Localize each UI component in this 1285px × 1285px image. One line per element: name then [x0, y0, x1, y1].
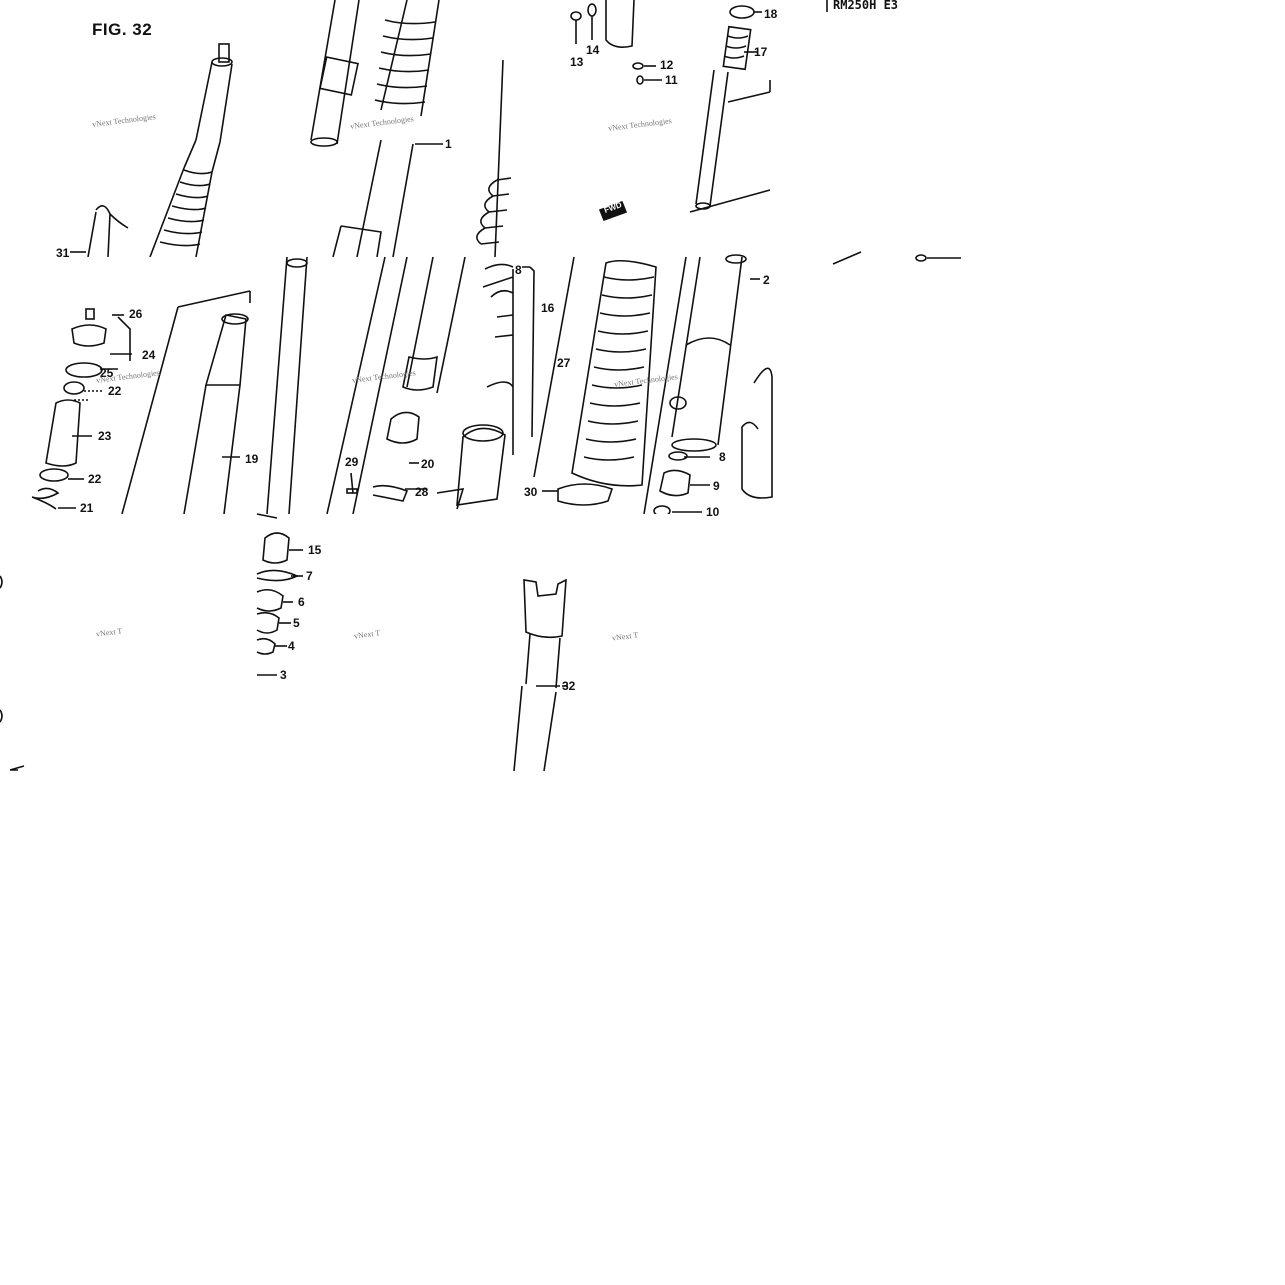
callout-17: 17 [754, 45, 768, 59]
callout-13: 13 [570, 55, 584, 69]
callout-1: 1 [445, 137, 452, 151]
fork-cap-assembly-drawing [70, 43, 233, 258]
fastener-detail-drawing [826, 0, 961, 265]
callout-27: 27 [557, 356, 571, 370]
tile-bottom-middle [256, 513, 514, 771]
outer-tube-drawing [310, 0, 512, 258]
cylinder-and-seal-drawing [266, 256, 514, 515]
callout-14: 14 [586, 43, 600, 57]
callout-21: 21 [80, 501, 94, 515]
model-label: RM250H E3 [833, 0, 899, 12]
callout-4: 4 [288, 639, 295, 653]
callout-25: 25 [100, 366, 114, 380]
callout-20: 20 [421, 457, 435, 471]
tile-bottom-right [513, 514, 771, 772]
callout-7: 7 [306, 569, 313, 583]
callout-12: 12 [660, 58, 674, 72]
callout-26: 26 [129, 307, 143, 321]
callout-19: 19 [245, 452, 259, 466]
tile-top-far-right [771, 0, 1028, 265]
callout-5: 5 [293, 616, 300, 630]
callout-6: 6 [298, 595, 305, 609]
callout-9: 9 [713, 479, 720, 493]
tile-top-right [514, 0, 771, 257]
callout-31: 31 [56, 246, 70, 260]
tile-middle-right [514, 254, 773, 517]
tile-center [257, 256, 514, 515]
callout-11: 11 [665, 73, 678, 87]
callout-29: 29 [345, 455, 359, 469]
callout-32: 32 [562, 679, 576, 693]
callout-22-lower: 22 [88, 472, 102, 486]
bushing-and-seal-drawing [256, 513, 303, 676]
callout-3: 3 [280, 668, 287, 682]
callout-23: 23 [98, 429, 112, 443]
tile-middle-left [0, 257, 257, 515]
callout-24: 24 [142, 348, 156, 362]
spring-and-spacer-drawing [31, 290, 251, 515]
callout-16: 16 [541, 301, 555, 315]
callout-2: 2 [763, 273, 770, 287]
dust-boot-drawing [522, 254, 773, 517]
tile-top-left [0, 0, 257, 258]
callout-8-right: 8 [719, 450, 726, 464]
callout-15: 15 [308, 543, 322, 557]
tile-top-middle [257, 0, 514, 258]
figure-title: FIG. 32 [92, 20, 153, 39]
damper-rod-drawing [570, 0, 771, 222]
callout-28: 28 [415, 485, 429, 499]
callout-8-top: 8 [515, 263, 522, 277]
callout-30: 30 [524, 485, 538, 499]
callout-22-upper: 22 [108, 384, 122, 398]
axle-holder-drawing [513, 578, 568, 772]
partial-edge-drawing [0, 575, 25, 771]
callout-10: 10 [706, 505, 720, 519]
tile-bottom-left [0, 514, 257, 771]
callout-18: 18 [764, 7, 778, 21]
